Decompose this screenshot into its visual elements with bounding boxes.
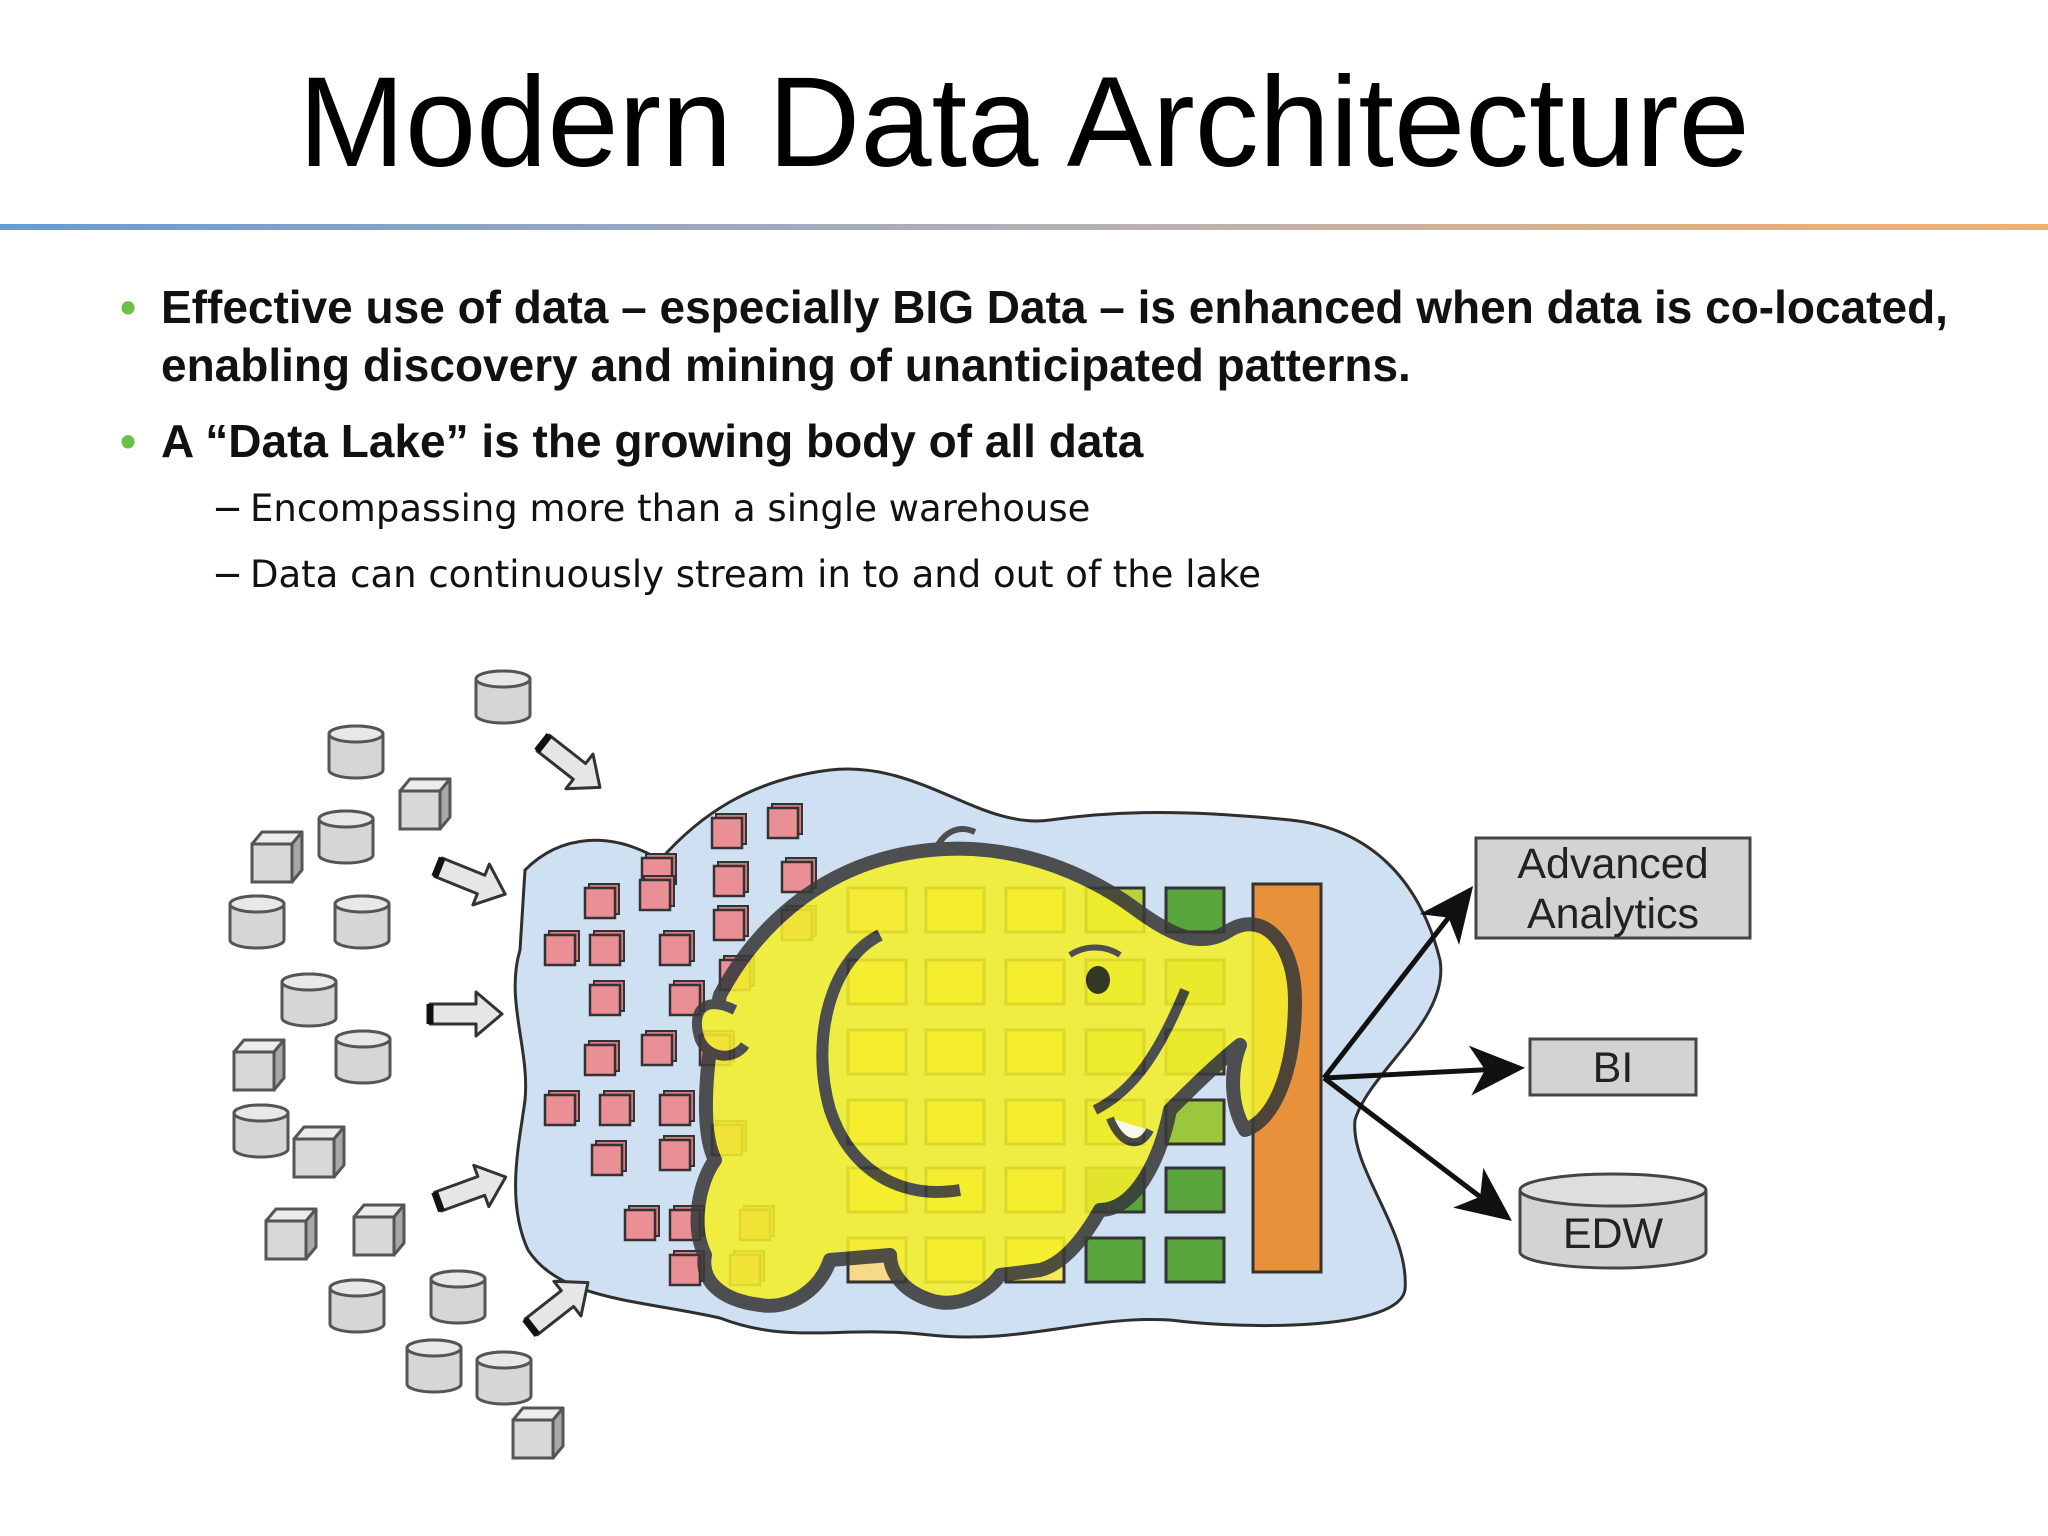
structured-data-cell — [1084, 1236, 1146, 1284]
sub-bullet-marker: − — [212, 487, 244, 530]
bi-box: BI — [1528, 1037, 1698, 1097]
database-cylinder-icon — [328, 1278, 386, 1334]
hollow-arrow-icon — [530, 726, 614, 805]
sub-bullet-marker: − — [212, 553, 244, 596]
structured-data-cell — [1164, 1236, 1226, 1284]
database-cylinder-icon — [327, 724, 385, 780]
cube-icon — [232, 1038, 286, 1092]
cube-icon — [511, 1406, 565, 1460]
hollow-arrow-icon — [431, 1156, 514, 1222]
database-cylinder-icon — [228, 894, 286, 950]
advanced-analytics-label-line1: Advanced — [1517, 840, 1708, 888]
output-arrows — [1322, 886, 1525, 1222]
sub-bullet-text: Encompassing more than a single warehous… — [250, 487, 1091, 530]
database-cylinder-icon — [333, 894, 391, 950]
hollow-arrow-icon — [430, 847, 513, 915]
database-cylinder-icon — [334, 1029, 392, 1085]
bullet-text: A “Data Lake” is the growing body of all… — [161, 415, 1144, 467]
sub-bullet-item: − Data can continuously stream in to and… — [212, 550, 1912, 600]
cube-icon — [398, 777, 452, 831]
elephant-icon — [690, 826, 1302, 1313]
input-data-sources — [228, 669, 565, 1460]
database-cylinder-icon — [474, 669, 532, 725]
database-cylinder-icon — [317, 809, 375, 865]
sub-bullet-text: Data can continuously stream in to and o… — [250, 553, 1262, 596]
edw-database-icon: EDW — [1518, 1172, 1708, 1270]
database-cylinder-icon — [280, 972, 338, 1028]
bullet-marker: • — [120, 415, 137, 467]
cube-icon — [250, 830, 304, 884]
database-cylinder-icon — [475, 1350, 533, 1406]
slide-title: Modern Data Architecture — [298, 51, 1750, 194]
edw-label: EDW — [1563, 1210, 1664, 1258]
cube-icon — [292, 1125, 346, 1179]
sub-bullet-item: − Encompassing more than a single wareho… — [212, 484, 1912, 534]
advanced-analytics-box: Advanced Analytics — [1474, 836, 1752, 940]
database-cylinder-icon — [429, 1269, 487, 1325]
bullet-item: • Effective use of data – especially BIG… — [120, 278, 1950, 394]
cube-icon — [352, 1203, 406, 1257]
bi-label: BI — [1593, 1044, 1634, 1092]
bullet-marker: • — [120, 281, 137, 333]
title-divider — [0, 224, 2048, 230]
advanced-analytics-label-line2: Analytics — [1527, 890, 1699, 938]
bullet-text: Effective use of data – especially BIG D… — [161, 281, 1948, 391]
database-cylinder-icon — [232, 1103, 290, 1159]
structured-data-cell — [1164, 1166, 1226, 1214]
hollow-arrow-icon — [430, 992, 502, 1036]
cube-icon — [264, 1207, 318, 1261]
database-cylinder-icon — [405, 1338, 463, 1394]
bullet-item: • A “Data Lake” is the growing body of a… — [120, 412, 1950, 470]
